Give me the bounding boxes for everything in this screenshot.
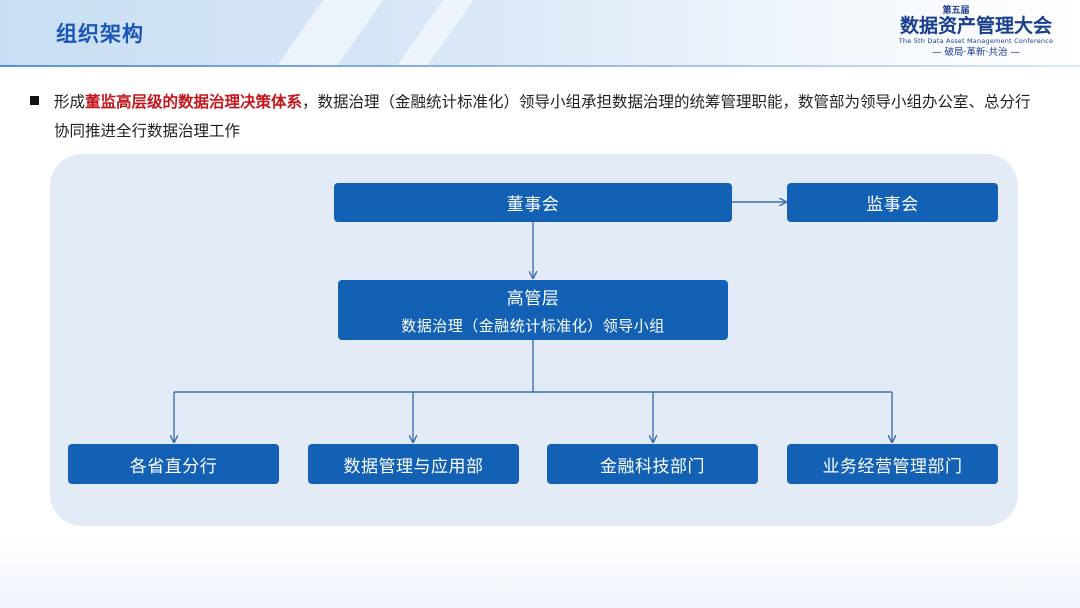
board-of-supervisors-box: 监事会 bbox=[787, 183, 998, 222]
logo-slogan: — 破局·革新·共治 — bbox=[931, 47, 1021, 58]
footer-decoration bbox=[0, 538, 1080, 608]
department-label: 业务经营管理部门 bbox=[822, 456, 963, 477]
department-label: 数据管理与应用部 bbox=[343, 456, 484, 477]
board-of-directors-box: 董事会 bbox=[334, 183, 732, 222]
department-box: 数据管理与应用部 bbox=[308, 444, 519, 484]
department-label: 金融科技部门 bbox=[600, 456, 705, 477]
bullet-text: 形成董监高层级的数据治理决策体系，数据治理（金融统计标准化）领导小组承担数据治理… bbox=[54, 88, 1038, 146]
management-label: 高管层 bbox=[506, 289, 560, 309]
senior-management-box: 高管层 数据治理（金融统计标准化）领导小组 bbox=[338, 280, 728, 340]
leading-group-label: 数据治理（金融统计标准化）领导小组 bbox=[401, 317, 665, 335]
supervisors-label: 监事会 bbox=[866, 195, 919, 215]
bullet-highlight: 董监高层级的数据治理决策体系 bbox=[85, 93, 303, 111]
board-label: 董事会 bbox=[506, 195, 560, 215]
bullet-point: 形成董监高层级的数据治理决策体系，数据治理（金融统计标准化）领导小组承担数据治理… bbox=[28, 88, 1038, 146]
department-box: 各省直分行 bbox=[68, 444, 279, 484]
header-divider bbox=[0, 65, 1080, 67]
logo-subtitle: The 5th Data Asset Management Conference bbox=[898, 37, 1054, 45]
logo-name: 数据资产管理大会 bbox=[899, 15, 1052, 37]
header-bar: 组织架构 第五届 数据资产管理大会 The 5th Data Asset Man… bbox=[0, 0, 1080, 66]
bullet-prefix: 形成 bbox=[54, 93, 86, 111]
bullet-rest: ，数据治理（金融统计标准化）领导小组承担数据治理的统筹管理职能，数管部为领导小组… bbox=[54, 93, 1031, 140]
conference-logo: 第五届 数据资产管理大会 The 5th Data Asset Manageme… bbox=[892, 6, 1060, 62]
department-box: 金融科技部门 bbox=[547, 444, 758, 484]
page-title: 组织架构 bbox=[56, 22, 144, 46]
department-label: 各省直分行 bbox=[129, 456, 218, 477]
logo-edition: 第五届 bbox=[942, 6, 970, 16]
square-bullet-icon bbox=[30, 96, 39, 105]
department-box: 业务经营管理部门 bbox=[787, 444, 998, 484]
